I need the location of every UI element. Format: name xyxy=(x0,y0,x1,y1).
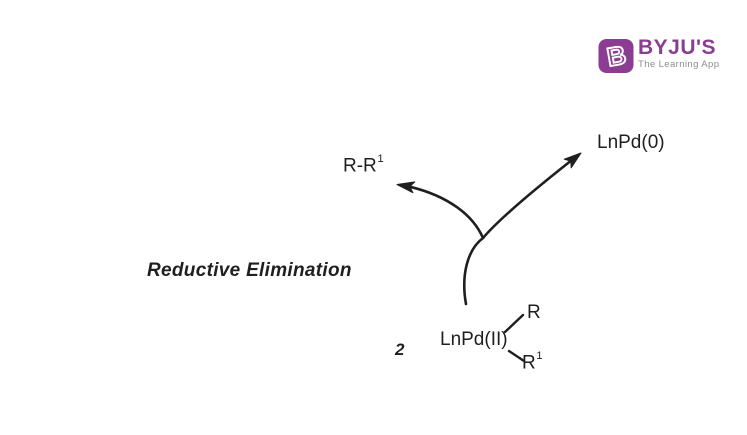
ligand-r1-superscript: 1 xyxy=(536,350,543,363)
fork-arrow-left-branch xyxy=(408,185,485,240)
stoichiometric-coefficient: 2 xyxy=(395,340,405,359)
bond-pd-r xyxy=(503,313,525,334)
pd2-complex-label: LnPd(II) xyxy=(440,329,508,350)
product-superscript: 1 xyxy=(377,153,384,166)
byjus-b-icon: B xyxy=(598,39,634,73)
ligand-r1-label: R1 xyxy=(522,350,543,374)
step-title: Reductive Elimination xyxy=(147,260,352,281)
brand-tagline: The Learning App xyxy=(638,59,720,70)
ligand-r-label: R xyxy=(527,302,541,323)
fork-arrow-main xyxy=(462,160,572,306)
ligand-r1-base: R xyxy=(522,352,536,374)
byjus-logo: B BYJU'S The Learning App xyxy=(598,36,720,74)
product-label: R-R1 xyxy=(343,153,384,177)
brand-name: BYJU'S xyxy=(638,36,717,59)
arrowhead-right xyxy=(563,152,582,169)
pd0-label: LnPd(0) xyxy=(597,132,665,153)
arrowhead-left xyxy=(396,181,416,194)
product-base: R-R xyxy=(343,155,377,177)
byjus-logo-text: BYJU'S The Learning App xyxy=(638,36,720,70)
